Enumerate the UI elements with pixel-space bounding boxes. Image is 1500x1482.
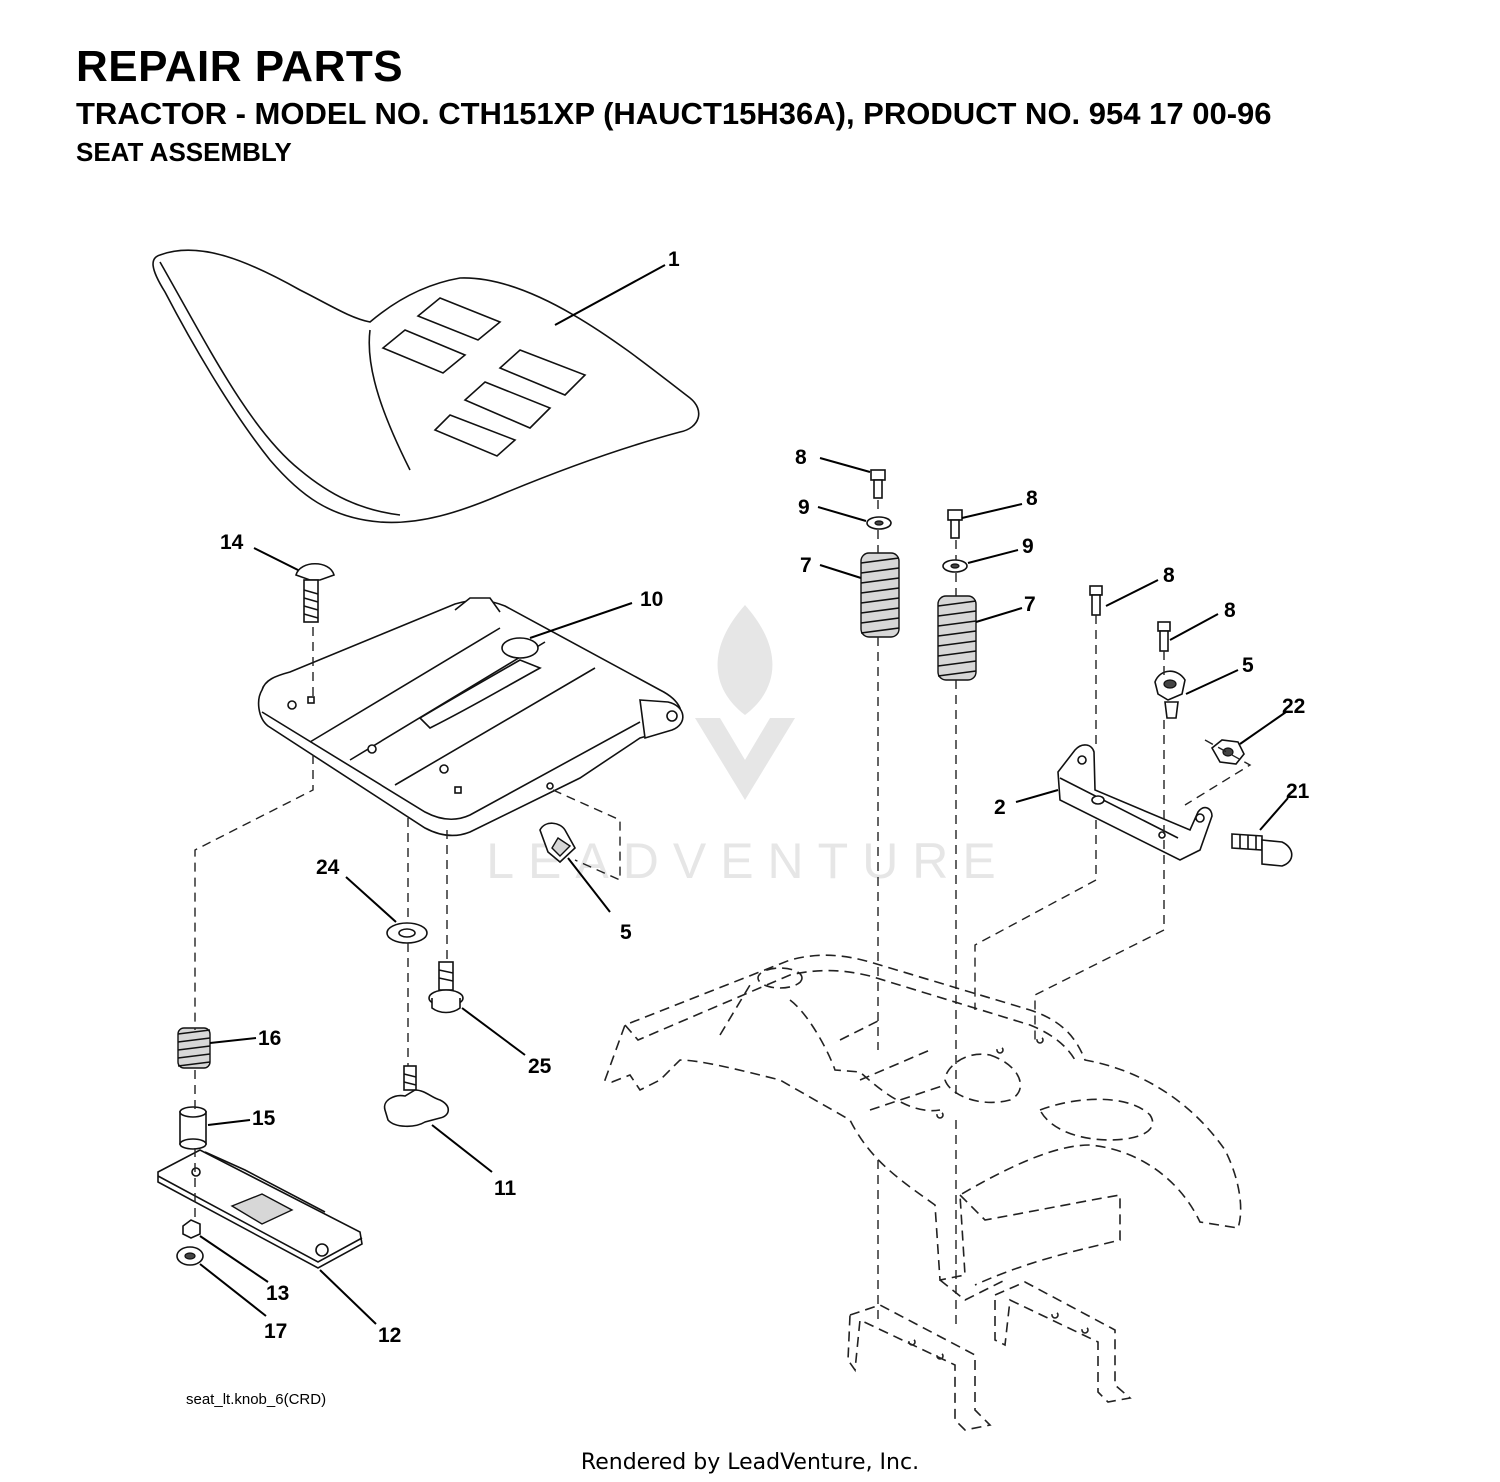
- callout-7-a: 7: [800, 554, 812, 577]
- callout-21: 21: [1286, 780, 1310, 803]
- callout-2: 2: [994, 796, 1006, 819]
- callout-8-b: 8: [1026, 487, 1038, 510]
- callout-16: 16: [258, 1027, 281, 1050]
- callout-8-a: 8: [795, 446, 807, 469]
- seat-cushion: [152, 249, 700, 524]
- callout-17: 17: [264, 1320, 287, 1343]
- callout-8-c: 8: [1163, 564, 1175, 587]
- lock-nut: [176, 1246, 204, 1266]
- callout-15: 15: [252, 1107, 276, 1130]
- hex-bolt-4: [1157, 621, 1171, 652]
- seat-clip-left: [539, 822, 577, 864]
- hex-bolt-2: [947, 509, 963, 539]
- callout-5-left: 5: [620, 921, 632, 944]
- callout-7-b: 7: [1024, 593, 1036, 616]
- seat-knob: [383, 1065, 450, 1128]
- callout-8-d: 8: [1224, 599, 1236, 622]
- seat-clip-right: [1154, 670, 1186, 719]
- callout-25: 25: [528, 1055, 552, 1078]
- drawing-id: seat_lt.knob_6(CRD): [186, 1391, 327, 1408]
- hex-bolt-1: [870, 469, 886, 499]
- spacer: [179, 1106, 207, 1150]
- callout-14: 14: [220, 531, 244, 554]
- shoulder-bolt: [428, 961, 464, 1014]
- callout-11: 11: [494, 1177, 517, 1200]
- flange-nut: [1210, 739, 1245, 765]
- section-title: SEAT ASSEMBLY: [76, 137, 292, 167]
- callout-24: 24: [316, 856, 340, 879]
- carriage-bolt: [295, 562, 335, 623]
- lock-washer-1: [866, 516, 892, 530]
- callout-9-a: 9: [798, 496, 810, 519]
- callout-13: 13: [266, 1282, 289, 1305]
- bracket-bolt: [1231, 833, 1293, 867]
- model-subtitle: TRACTOR - MODEL NO. CTH151XP (HAUCT15H36…: [76, 96, 1272, 131]
- hex-bolt-3: [1089, 585, 1103, 616]
- compression-spring-small: [177, 1027, 211, 1069]
- assembly-guide-lines: [194, 500, 1252, 1330]
- callout-numbers: 1 14 10 24 5 16 25 15 11 13 17 12 8 9 7 …: [220, 248, 1310, 1347]
- callout-22: 22: [1282, 695, 1305, 718]
- slide-plate: [157, 1149, 363, 1269]
- hex-nut: [182, 1219, 201, 1239]
- callout-12: 12: [378, 1324, 401, 1347]
- callout-5-right: 5: [1242, 654, 1254, 677]
- seat-bracket: [1057, 744, 1213, 861]
- callout-9-b: 9: [1022, 535, 1034, 558]
- seat-spring-1: [860, 552, 900, 638]
- callout-1: 1: [668, 248, 680, 271]
- callout-10: 10: [640, 588, 663, 611]
- lock-washer-2: [942, 559, 968, 573]
- flat-washer: [386, 922, 428, 944]
- footer-credit: Rendered by LeadVenture, Inc.: [580, 1450, 920, 1475]
- tractor-fender-frame: [603, 954, 1242, 1431]
- page-title: REPAIR PARTS: [76, 42, 404, 91]
- leader-lines: [199, 264, 1289, 1325]
- seat-pan: [257, 597, 684, 837]
- seat-spring-2: [937, 595, 977, 681]
